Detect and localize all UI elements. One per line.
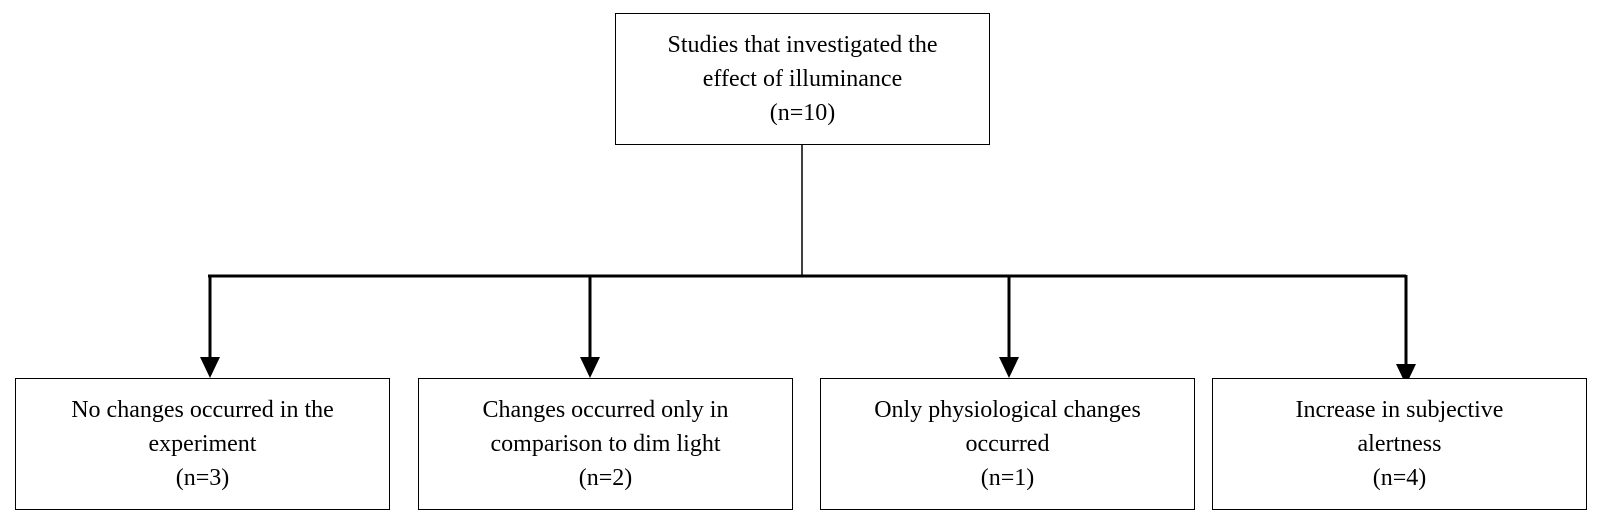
child-count: (n=1): [980, 465, 1035, 491]
arrowhead-1: [200, 357, 220, 378]
child-line-1: Increase in subjective: [1295, 397, 1504, 423]
child-box-alertness: Increase in subjective alertness (n=4): [1212, 378, 1587, 510]
child-box-dim-light: Changes occurred only in comparison to d…: [418, 378, 793, 510]
child-line-1: No changes occurred in the: [71, 397, 334, 423]
child-line-1: Only physiological changes: [874, 397, 1141, 423]
root-line-2: effect of illuminance: [702, 66, 903, 92]
arrowhead-2: [580, 357, 600, 378]
root-count: (n=10): [769, 100, 836, 126]
child-count: (n=3): [175, 465, 230, 491]
child-line-1: Changes occurred only in: [482, 397, 729, 423]
child-count: (n=2): [578, 465, 633, 491]
child-line-2: comparison to dim light: [490, 431, 721, 457]
child-line-2: experiment: [148, 431, 257, 457]
arrowhead-3: [999, 357, 1019, 378]
child-line-2: alertness: [1357, 431, 1442, 457]
child-box-no-changes: No changes occurred in the experiment (n…: [15, 378, 390, 510]
child-line-2: occurred: [965, 431, 1050, 457]
child-count: (n=4): [1372, 465, 1427, 491]
child-box-physiological: Only physiological changes occurred (n=1…: [820, 378, 1195, 510]
arrowhead-4: [1396, 364, 1416, 385]
root-line-1: Studies that investigated the: [667, 32, 938, 58]
root-box: Studies that investigated the effect of …: [615, 13, 990, 145]
